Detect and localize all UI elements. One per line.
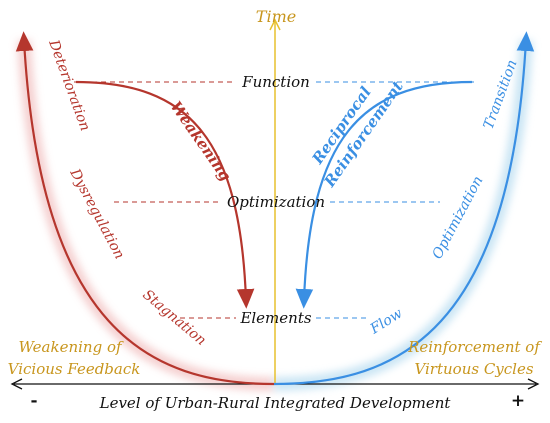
time-label: Time xyxy=(256,7,296,26)
right-outer-curve xyxy=(273,31,535,386)
x-axis-left-arrowhead xyxy=(10,378,23,390)
elements-label: Elements xyxy=(239,309,311,327)
reinforcement-arrow xyxy=(295,80,473,309)
time-axis-arrowhead xyxy=(269,18,281,31)
virtuous-caption-line1: Reinforcement of xyxy=(407,338,542,356)
optimization-level-label: Optimization xyxy=(227,193,325,211)
function-label: Function xyxy=(241,73,310,91)
deterioration-label: Deterioration xyxy=(45,37,93,133)
dysregulation-label: Dysregulation xyxy=(66,165,127,261)
left-outer-curve xyxy=(15,31,275,386)
flow-label: Flow xyxy=(367,305,406,337)
x-axis-right-arrowhead xyxy=(527,378,540,390)
vicious-caption-line1: Weakening of xyxy=(18,338,124,356)
optimization-curve-label: Optimization xyxy=(429,174,486,262)
weakening-label: Weakening xyxy=(167,98,235,184)
x-axis-label: Level of Urban-Rural Integrated Developm… xyxy=(99,394,452,412)
virtuous-caption-line2: Virtuous Cycles xyxy=(414,360,533,378)
weakening-arrow xyxy=(75,80,255,309)
vicious-caption-line2: Vicious Feedback xyxy=(8,360,141,378)
minus-label: - xyxy=(30,391,37,411)
plus-label: + xyxy=(511,391,525,411)
